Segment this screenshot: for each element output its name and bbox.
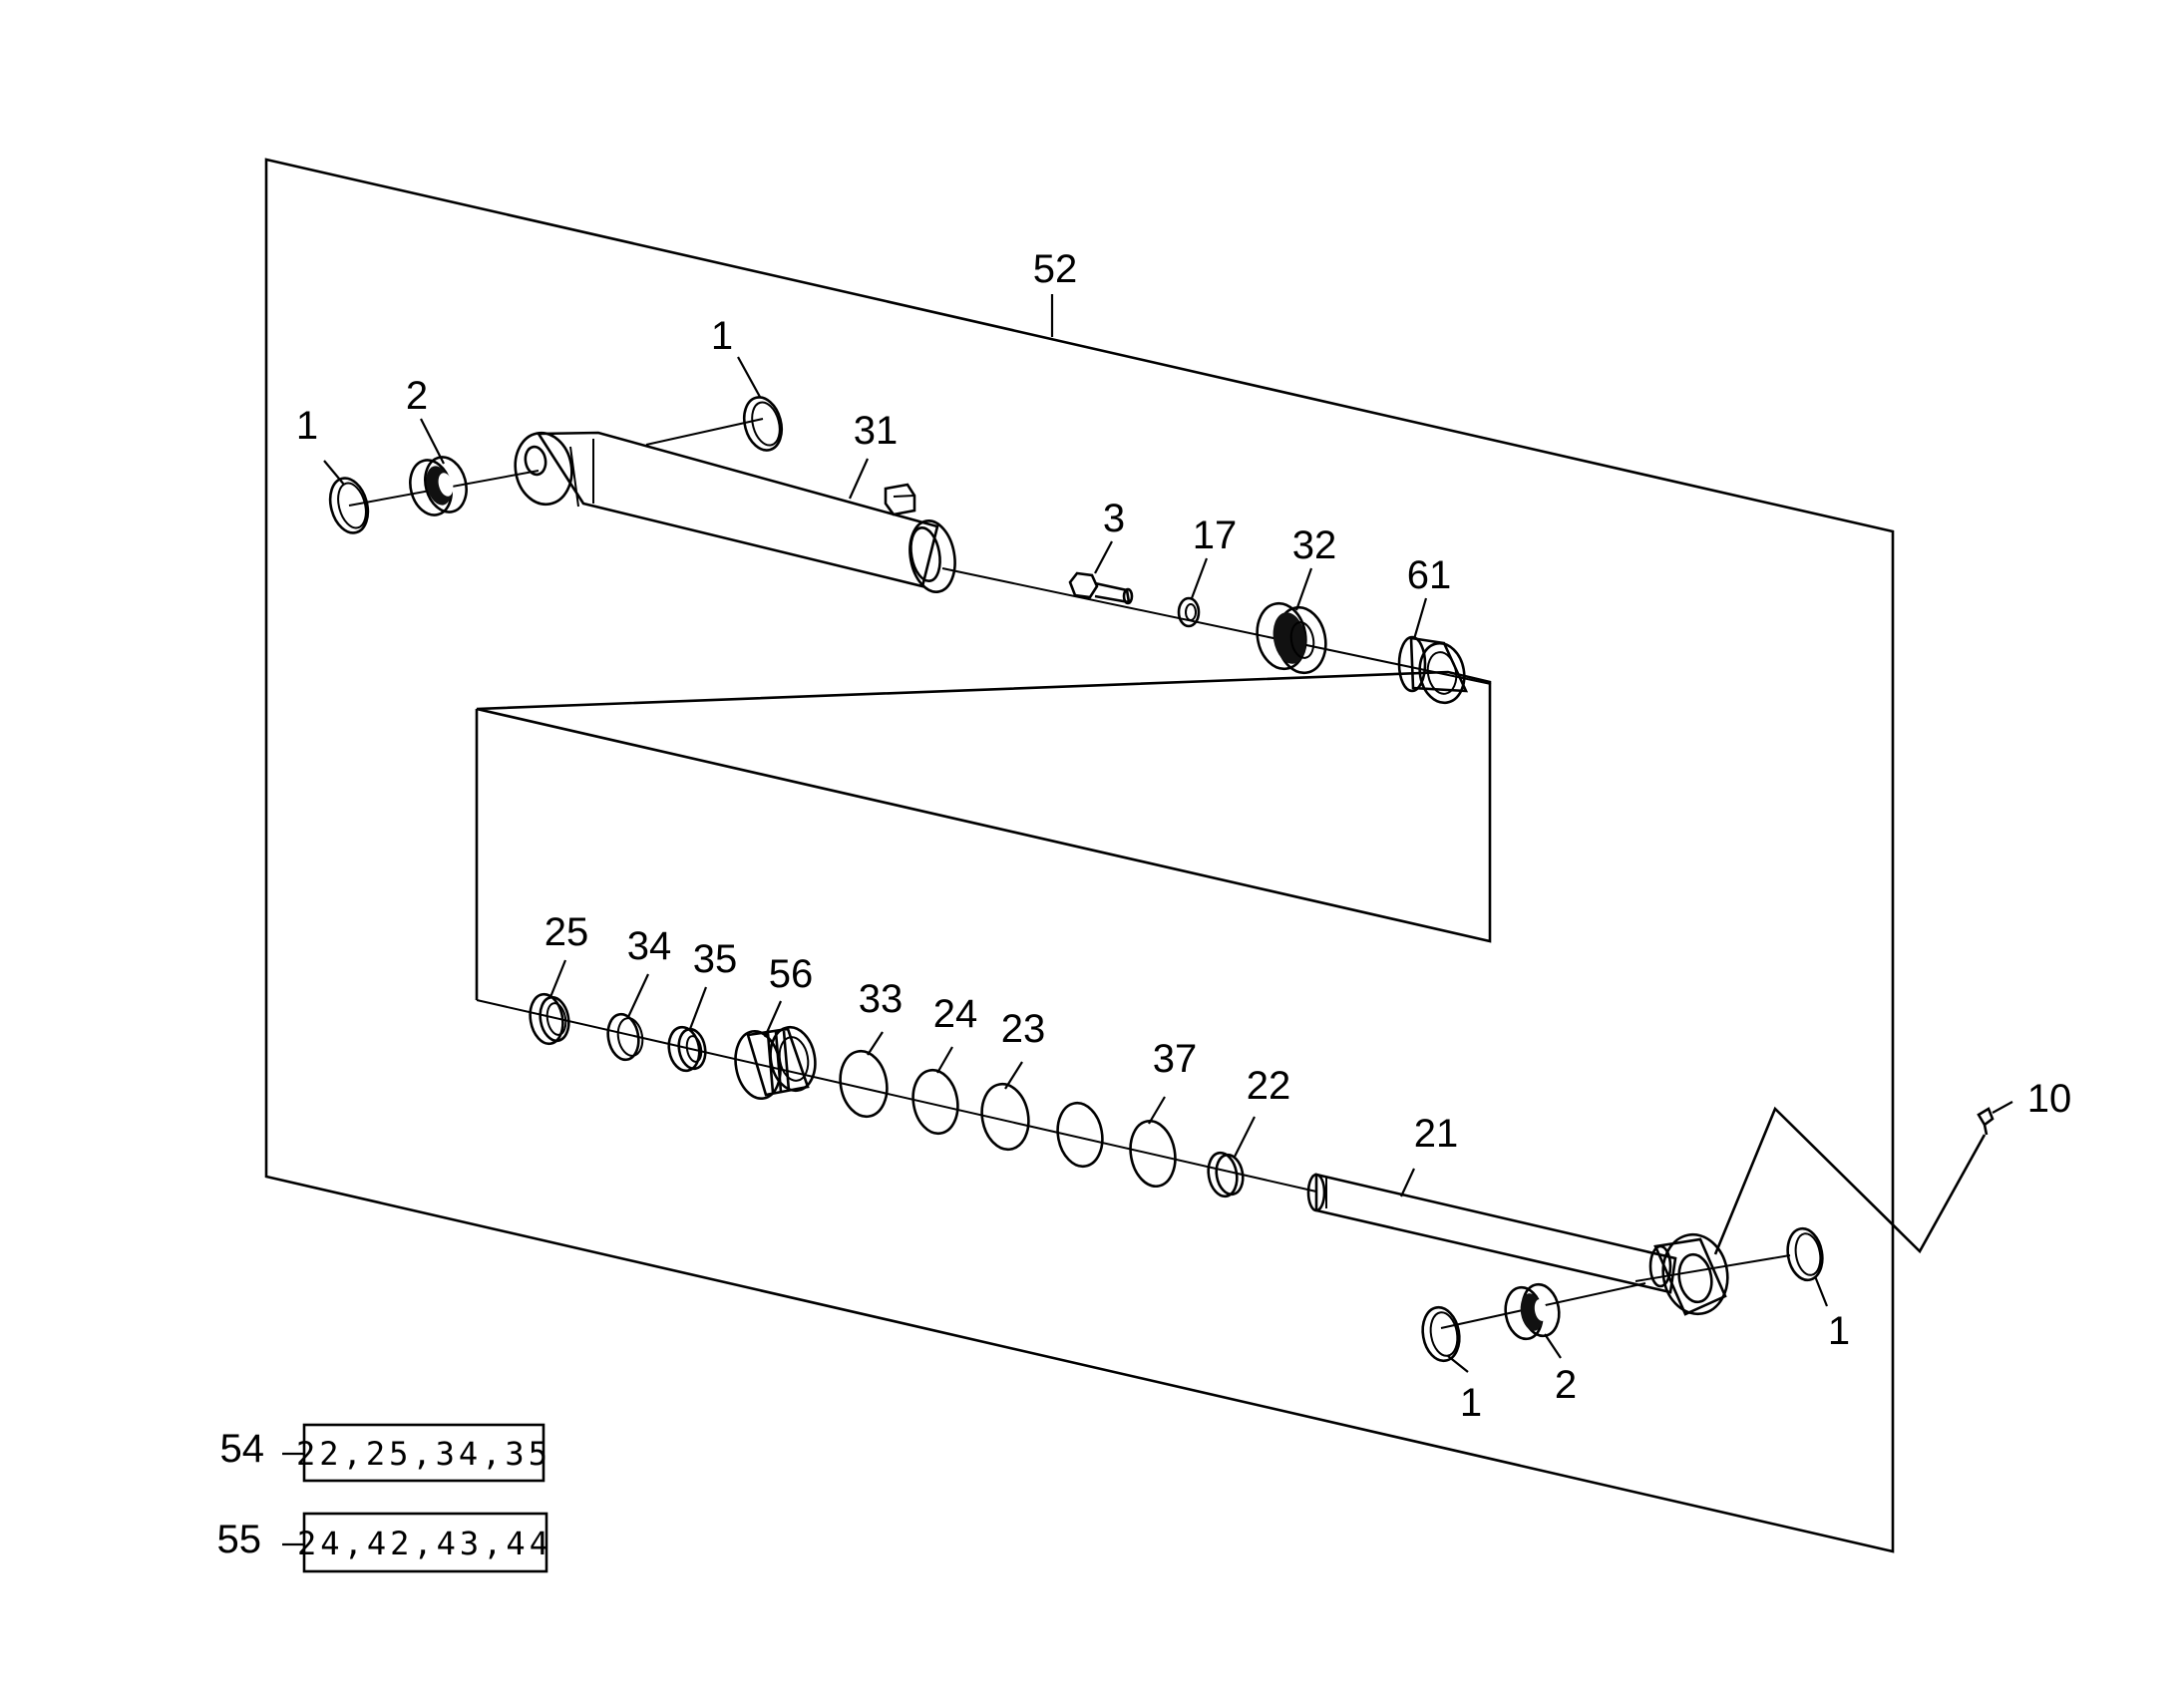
snap-ring-1-left	[328, 477, 370, 534]
snap-ring-1-right	[1786, 1226, 1824, 1282]
ring-24	[911, 1068, 959, 1136]
kit-legend: 54 22,25,34,35 55 24,42,43,44	[217, 1423, 552, 1573]
gland-32	[1256, 601, 1327, 675]
callout-21: 21	[1414, 1112, 1459, 1156]
kit-55: 55 24,42,43,44	[217, 1512, 552, 1573]
callout-17: 17	[1193, 513, 1238, 557]
callout-1-bottom: 1	[1460, 1381, 1482, 1425]
callout-22: 22	[1247, 1064, 1291, 1108]
callout-33: 33	[859, 977, 904, 1021]
kit-54: 54 22,25,34,35	[220, 1423, 551, 1483]
callout-2-left: 2	[406, 374, 428, 418]
kit-55-contents: 24,42,43,44	[297, 1525, 552, 1562]
assembly-boundary-52	[264, 158, 1895, 1553]
leader-lines	[323, 356, 2013, 1373]
kit-54-number: 54	[220, 1427, 265, 1471]
snap-ring-1-top	[742, 396, 784, 452]
callout-35: 35	[693, 937, 738, 981]
callout-32: 32	[1292, 523, 1337, 567]
ring-35	[667, 1025, 707, 1073]
bushing-2-bottom	[1504, 1282, 1561, 1341]
callout-31: 31	[854, 409, 899, 453]
inner-plane	[475, 670, 1492, 1000]
callout-1-left: 1	[296, 404, 318, 448]
callout-10: 10	[2027, 1077, 2072, 1121]
callout-34: 34	[627, 924, 672, 968]
stud-3	[1068, 571, 1134, 605]
piston-rod-21	[1306, 1173, 1677, 1294]
callout-2-bottom: 2	[1555, 1363, 1577, 1407]
ring-34	[606, 1012, 644, 1062]
callout-25: 25	[545, 910, 589, 954]
bushing-2-left	[409, 456, 468, 516]
callout-labels: 52 1 1 2 31 3 17 32 61 25 34 35 56 33 24…	[296, 247, 2071, 1425]
rod-eye	[1648, 1232, 1729, 1316]
callout-37: 37	[1153, 1037, 1198, 1081]
callout-23: 23	[1001, 1007, 1046, 1051]
kit-54-contents: 22,25,34,35	[296, 1435, 551, 1473]
o-ring-17	[1177, 596, 1201, 628]
snap-ring-1-bottom	[1421, 1305, 1461, 1363]
ring-37	[1129, 1119, 1177, 1189]
axis-lower	[476, 999, 1317, 1193]
callout-24: 24	[933, 992, 978, 1036]
callout-61: 61	[1407, 553, 1452, 597]
cylinder-barrel-31	[514, 431, 956, 593]
callout-1-right: 1	[1828, 1309, 1850, 1353]
ring-unlabeled	[1056, 1101, 1104, 1169]
seal-25	[529, 992, 570, 1046]
callout-3: 3	[1103, 497, 1125, 540]
grease-fitting-10	[1713, 1106, 1995, 1255]
ring-33	[839, 1049, 889, 1119]
ring-23	[980, 1082, 1030, 1152]
piston-56	[734, 1025, 817, 1101]
wiper-22	[1207, 1151, 1245, 1198]
callout-56: 56	[769, 952, 814, 996]
bushing-61	[1397, 635, 1469, 705]
callout-52: 52	[1033, 247, 1078, 291]
kit-55-number: 55	[217, 1518, 262, 1561]
callout-1-top: 1	[711, 314, 733, 358]
